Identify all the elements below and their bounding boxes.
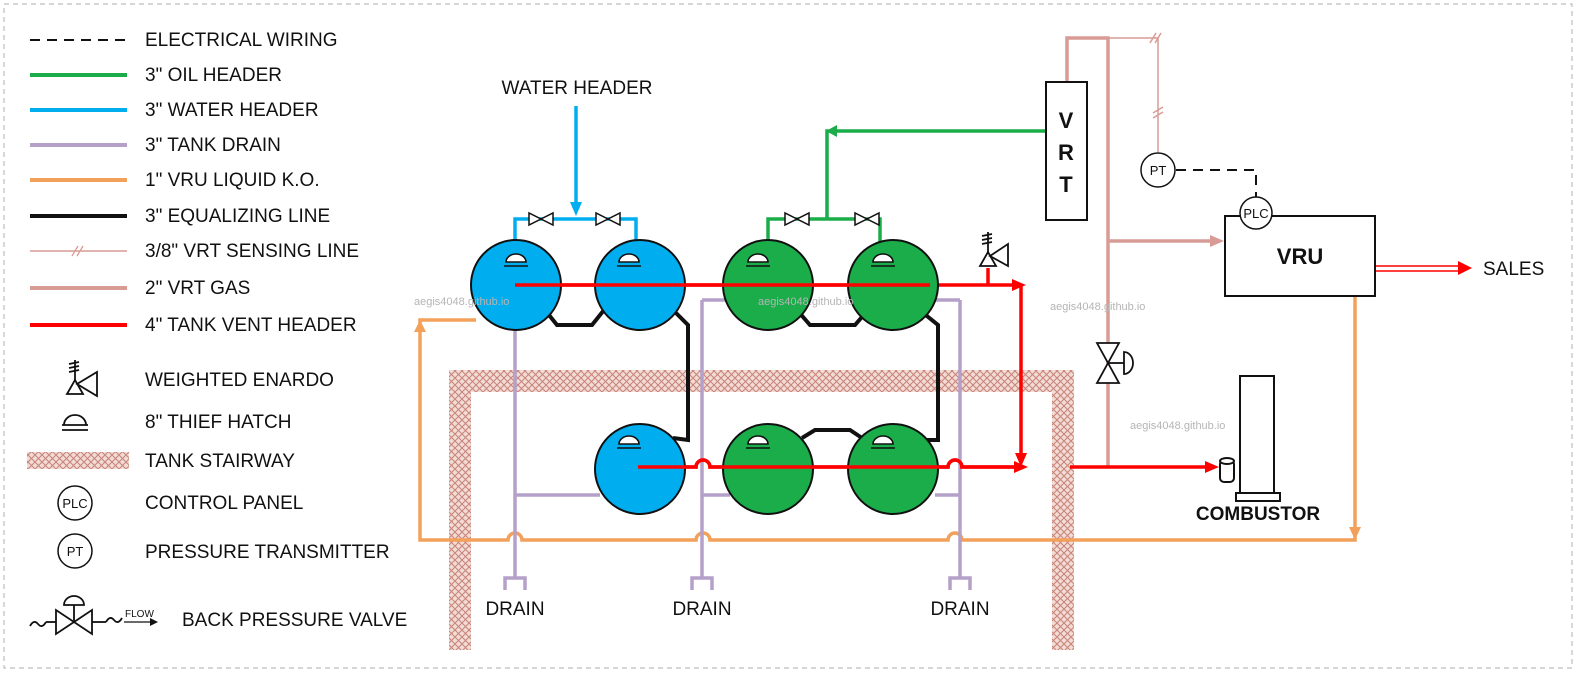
legend-label-sensing: 3/8" VRT SENSING LINE	[145, 241, 359, 262]
svg-text:VRU: VRU	[1277, 244, 1323, 269]
pt-icon: PT	[57, 533, 93, 569]
tank-stairway	[449, 370, 1074, 650]
sales-label: SALES	[1483, 259, 1544, 280]
svg-text:V: V	[1059, 108, 1074, 133]
legend-label-back-pressure-valve: BACK PRESSURE VALVE	[182, 610, 407, 631]
legend-label-drain: 3" TANK DRAIN	[145, 135, 281, 156]
oil-valve-1-icon	[784, 211, 810, 227]
legend-label-control-panel: CONTROL PANEL	[145, 493, 303, 514]
enardo-icon	[65, 360, 98, 398]
combustor	[1219, 375, 1281, 502]
vrt-sensing-line	[1108, 32, 1164, 152]
svg-text:PLC: PLC	[62, 496, 87, 511]
oil-header-line	[766, 125, 1046, 245]
legend-label-vent: 4" TANK VENT HEADER	[145, 315, 357, 336]
diagram-border	[3, 3, 1573, 669]
tank-oil-3	[722, 423, 814, 515]
watermark-3: aegis4048.github.io	[1050, 301, 1145, 313]
legend-label-enardo: WEIGHTED ENARDO	[145, 370, 334, 391]
drain-label-1: DRAIN	[485, 599, 544, 620]
vrt-gas-lines	[1065, 36, 1224, 467]
vrt-vessel: V R T	[1045, 81, 1088, 221]
svg-text:PT: PT	[1150, 163, 1167, 178]
weighted-enardo	[978, 232, 1009, 268]
legend-label-stairway: TANK STAIRWAY	[145, 451, 295, 472]
watermark-4: aegis4048.github.io	[1130, 420, 1225, 432]
vent-arrows	[1012, 261, 1472, 473]
legend: ELECTRICAL WIRING 3" OIL HEADER 3" WATER…	[27, 30, 407, 636]
back-pressure-valve	[1095, 342, 1134, 384]
water-valve-1-icon	[528, 211, 554, 227]
legend-label-water: 3" WATER HEADER	[145, 100, 319, 121]
legend-swatch-sensing	[30, 245, 127, 257]
legend-label-flow: FLOW	[125, 609, 154, 620]
drain-label-3: DRAIN	[930, 599, 989, 620]
pressure-transmitter: PT	[1140, 152, 1176, 188]
vru-unit: VRU	[1224, 215, 1376, 297]
oil-valve-2-icon	[854, 211, 880, 227]
svg-text:PLC: PLC	[1243, 206, 1268, 221]
legend-label-vrt-gas: 2" VRT GAS	[145, 278, 250, 299]
legend-label-equalizing: 3" EQUALIZING LINE	[145, 206, 330, 227]
svg-text:R: R	[1058, 140, 1074, 165]
back-pressure-valve-icon	[29, 595, 158, 636]
plc-icon: PLC	[57, 485, 93, 521]
legend-label-thief-hatch: 8" THIEF HATCH	[145, 412, 291, 433]
combustor-label: COMBUSTOR	[1196, 504, 1320, 525]
watermark-1: aegis4048.github.io	[414, 296, 509, 308]
water-header-line	[513, 106, 638, 245]
water-header-label: WATER HEADER	[502, 78, 653, 99]
legend-label-vru-liquid: 1" VRU LIQUID K.O.	[145, 170, 320, 191]
legend-label-electrical: ELECTRICAL WIRING	[145, 30, 338, 51]
tank-water-3	[594, 423, 686, 515]
electrical-wiring	[1176, 169, 1257, 197]
plc-control-panel: PLC	[1239, 196, 1273, 230]
watermark-2: aegis4048.github.io	[758, 296, 853, 308]
tank-oil-4	[847, 423, 939, 515]
drain-label-2: DRAIN	[672, 599, 731, 620]
legend-label-oil: 3" OIL HEADER	[145, 65, 282, 86]
legend-label-pressure-transmitter: PRESSURE TRANSMITTER	[145, 542, 390, 563]
svg-text:T: T	[1059, 172, 1073, 197]
thief-hatch-icon	[62, 414, 88, 431]
legend-swatch-stairway	[27, 452, 129, 469]
svg-text:PT: PT	[67, 544, 84, 559]
water-valve-2-icon	[595, 211, 621, 227]
